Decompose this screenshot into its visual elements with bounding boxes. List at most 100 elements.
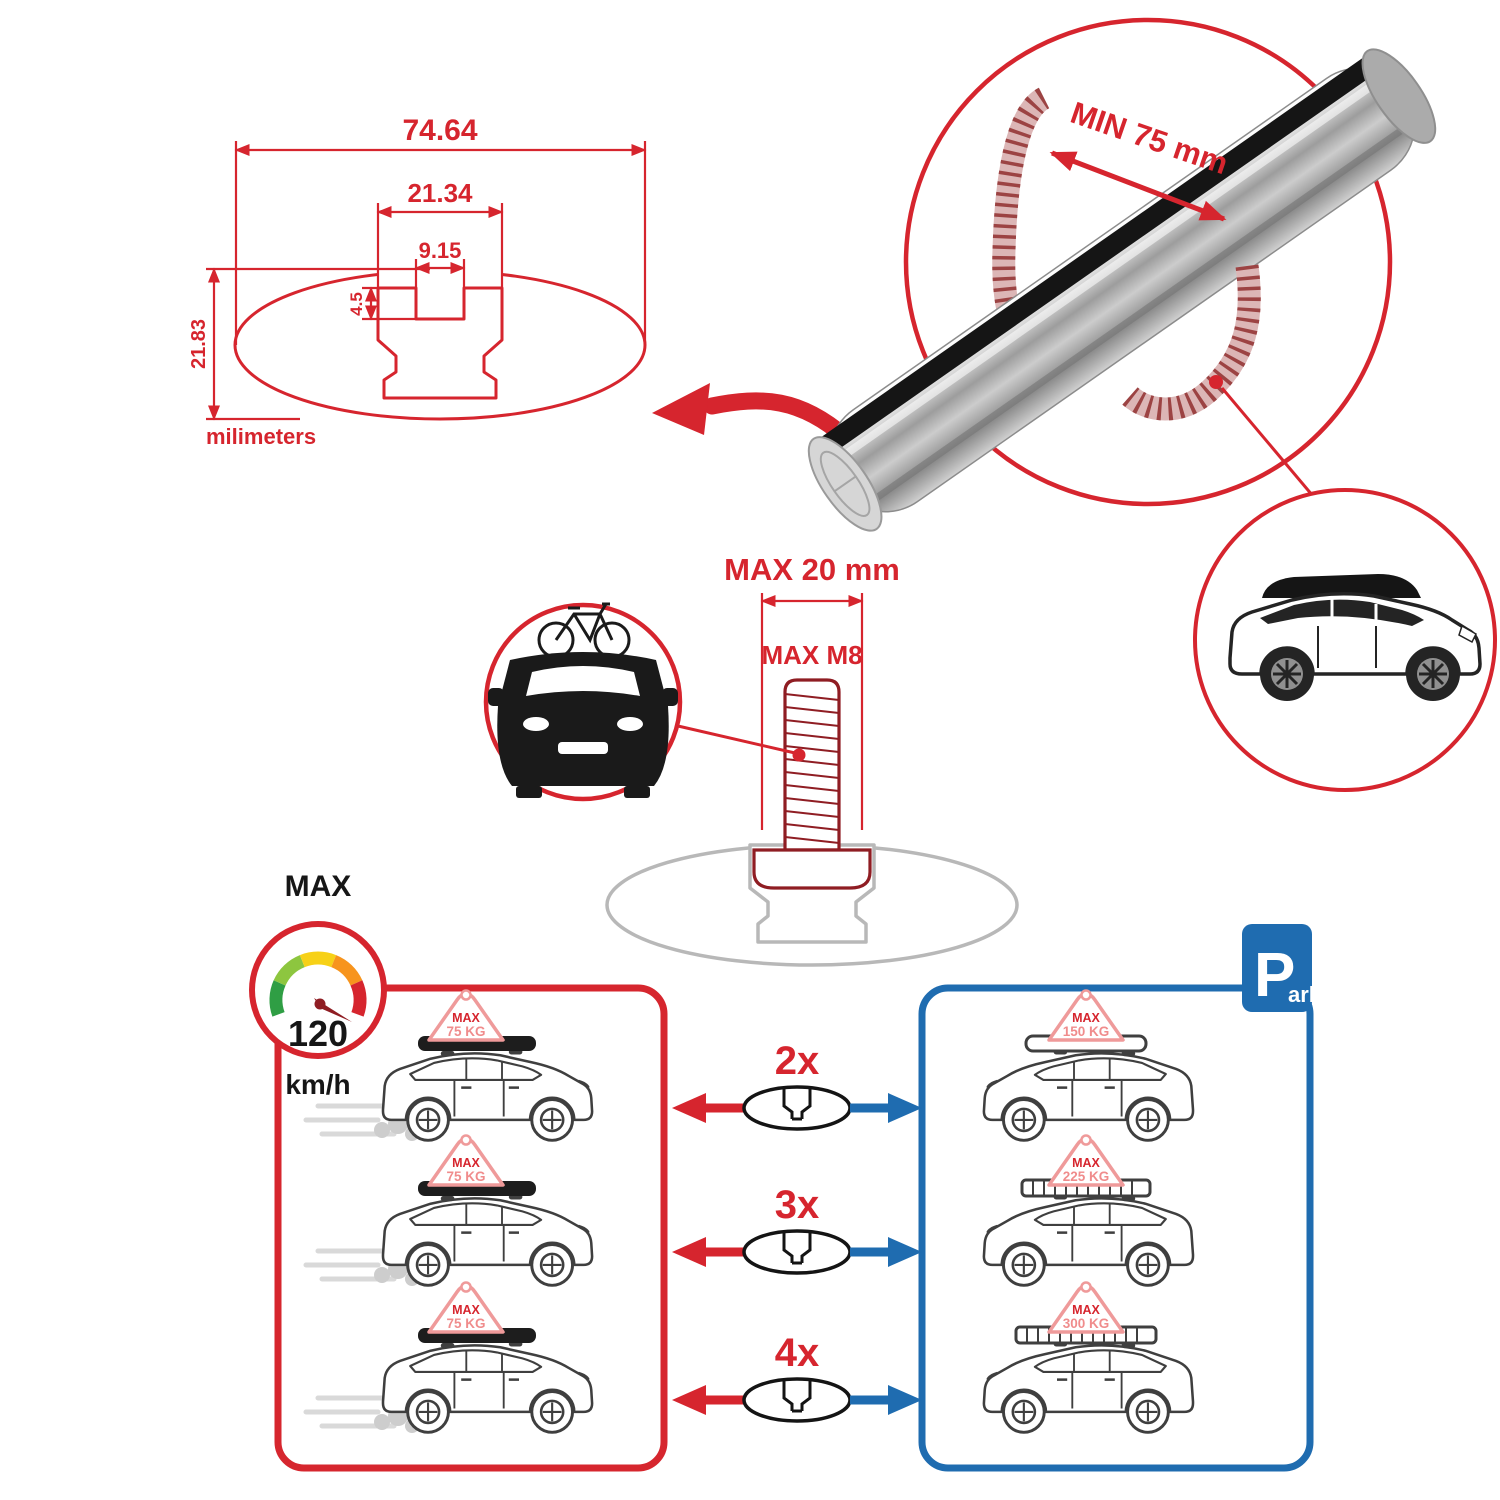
driving-load-badges: MAX 75 KG MAX 75 KG MAX 75 KG (427, 989, 505, 1334)
dim-label-lip-depth: 4.5 (347, 292, 366, 316)
gauge-red (350, 980, 367, 1017)
units-label: milimeters (206, 424, 316, 449)
zoom-pointer-arrow (652, 383, 854, 446)
crossbar-endcap-line (833, 475, 857, 493)
crossbar-zoom: MIN 75 mm (807, 17, 1437, 532)
suv-roofbox (1262, 574, 1421, 598)
speedometer-hub (314, 998, 326, 1010)
bolt-dim-guides (760, 593, 864, 838)
t-bolt (752, 678, 872, 890)
load-badge-ring (1080, 1281, 1092, 1293)
load-max-label: MAX (1072, 1303, 1100, 1317)
multiplier-label: 3x (775, 1183, 820, 1227)
load-value: 75 KG (446, 1316, 485, 1331)
dim-label-height: 21.83 (188, 319, 210, 369)
mini-profile-ellipse (742, 1085, 852, 1131)
crossbar-endcap-right (1361, 48, 1437, 144)
suv-rear-spokes (1273, 660, 1301, 688)
crossbar-groove (854, 113, 1424, 515)
load-badge-ring (460, 1134, 472, 1146)
bolt-leader-dot (792, 748, 806, 762)
blue-arrow-head (888, 1385, 922, 1415)
zoom-pointer-arrow-head (652, 383, 710, 435)
suv-roofbox-circle (1193, 488, 1497, 792)
car-headlight-right (617, 717, 643, 731)
load-value: 75 KG (446, 1169, 485, 1184)
bolt-leader-line (677, 724, 796, 755)
blue-arrow-head (888, 1093, 922, 1123)
red-arrow-head (672, 1237, 706, 1267)
suv-pillars (1330, 599, 1378, 622)
gauge-orange (330, 955, 363, 986)
parked-load-badges: MAX 150 KG MAX 225 KG MAX 300 KG (1047, 989, 1125, 1334)
suv-front-spokes (1419, 660, 1447, 688)
bolt-threads (784, 693, 840, 844)
zoom-pointer-arrow-tail (703, 392, 854, 446)
car-wheel-right (624, 786, 650, 798)
suv-windows (1260, 599, 1424, 626)
load-max-label: MAX (1072, 1156, 1100, 1170)
roof-load-badge: MAX 300 KG (1047, 1281, 1125, 1334)
speed-max-label: MAX (285, 870, 352, 903)
mini-profile-ellipse (742, 1377, 852, 1423)
car-front-illustration (488, 652, 678, 798)
strap-right-band (1122, 264, 1261, 421)
blue-arrow-head (888, 1237, 922, 1267)
speed-value: 120 (288, 1013, 348, 1054)
load-value: 225 KG (1063, 1169, 1110, 1184)
load-max-label: MAX (452, 1011, 480, 1025)
red-arrow-head (672, 1093, 706, 1123)
multiplier-row-1: 2x (672, 1039, 922, 1131)
car-headlight-left (523, 717, 549, 731)
parking-letter: P (1254, 941, 1295, 1010)
driving-car-3 (381, 1339, 594, 1434)
max-thread-label: MAX M8 (761, 640, 862, 670)
strap-anchor-dot (1209, 375, 1223, 389)
gauge-green (269, 980, 286, 1017)
roof-load-badge: MAX 75 KG (427, 989, 505, 1042)
load-max-label: MAX (1072, 1011, 1100, 1025)
dim-extension-height (206, 267, 430, 421)
parked-car-3 (982, 1339, 1195, 1434)
red-arrow-head (672, 1385, 706, 1415)
profile-arc-mask (379, 262, 501, 289)
min-span-arrow (1049, 150, 1227, 222)
driving-panel-border (274, 984, 668, 1472)
cross-section-drawing: 74.64 21.34 9.15 4.5 21.83 milimeters (188, 114, 647, 449)
mini-profile-slot (782, 1381, 812, 1413)
mini-profile-slot (782, 1233, 812, 1265)
load-badge-ring (460, 1281, 472, 1293)
dim-label-slot-outer: 21.34 (407, 178, 473, 208)
car-mirror-left (488, 688, 504, 706)
max-bolt-label: MAX 20 mm (724, 552, 900, 587)
load-badge-ring (1080, 1134, 1092, 1146)
crossbar-highlight (823, 69, 1394, 472)
mini-profile-slot (782, 1089, 812, 1121)
car-wheel-left (516, 786, 542, 798)
multiplier-row-3: 4x (672, 1331, 922, 1423)
driving-car-2 (381, 1192, 594, 1287)
parked-car-1 (982, 1047, 1195, 1142)
speedometer-circle (249, 921, 387, 1059)
t-slot-channel (376, 286, 504, 400)
speed-unit: km/h (285, 1069, 350, 1100)
strap-left-hatch (992, 87, 1051, 323)
driving-car-1 (381, 1047, 594, 1142)
parked-cars (982, 1034, 1195, 1434)
multiplier-label: 4x (775, 1331, 820, 1375)
clamp-strap-left (992, 87, 1051, 323)
clamp-strap-right (1122, 264, 1261, 421)
load-value: 150 KG (1063, 1024, 1110, 1039)
circle-connector-line (1220, 387, 1320, 503)
gauge-lime (273, 955, 306, 986)
roof-load-badge: MAX 150 KG (1047, 989, 1125, 1042)
roof-load-badge: MAX 75 KG (427, 1281, 505, 1334)
zoom-circle (903, 17, 1393, 507)
multiplier-label: 2x (775, 1039, 820, 1083)
dim-label-slot-inner: 9.15 (419, 238, 462, 263)
car-mirror-right (662, 688, 678, 706)
load-badge-ring (460, 989, 472, 1001)
speed-limit-badge: MAX 120 km/h (249, 870, 387, 1100)
gauge-yellow (299, 951, 337, 968)
load-max-label: MAX (452, 1156, 480, 1170)
